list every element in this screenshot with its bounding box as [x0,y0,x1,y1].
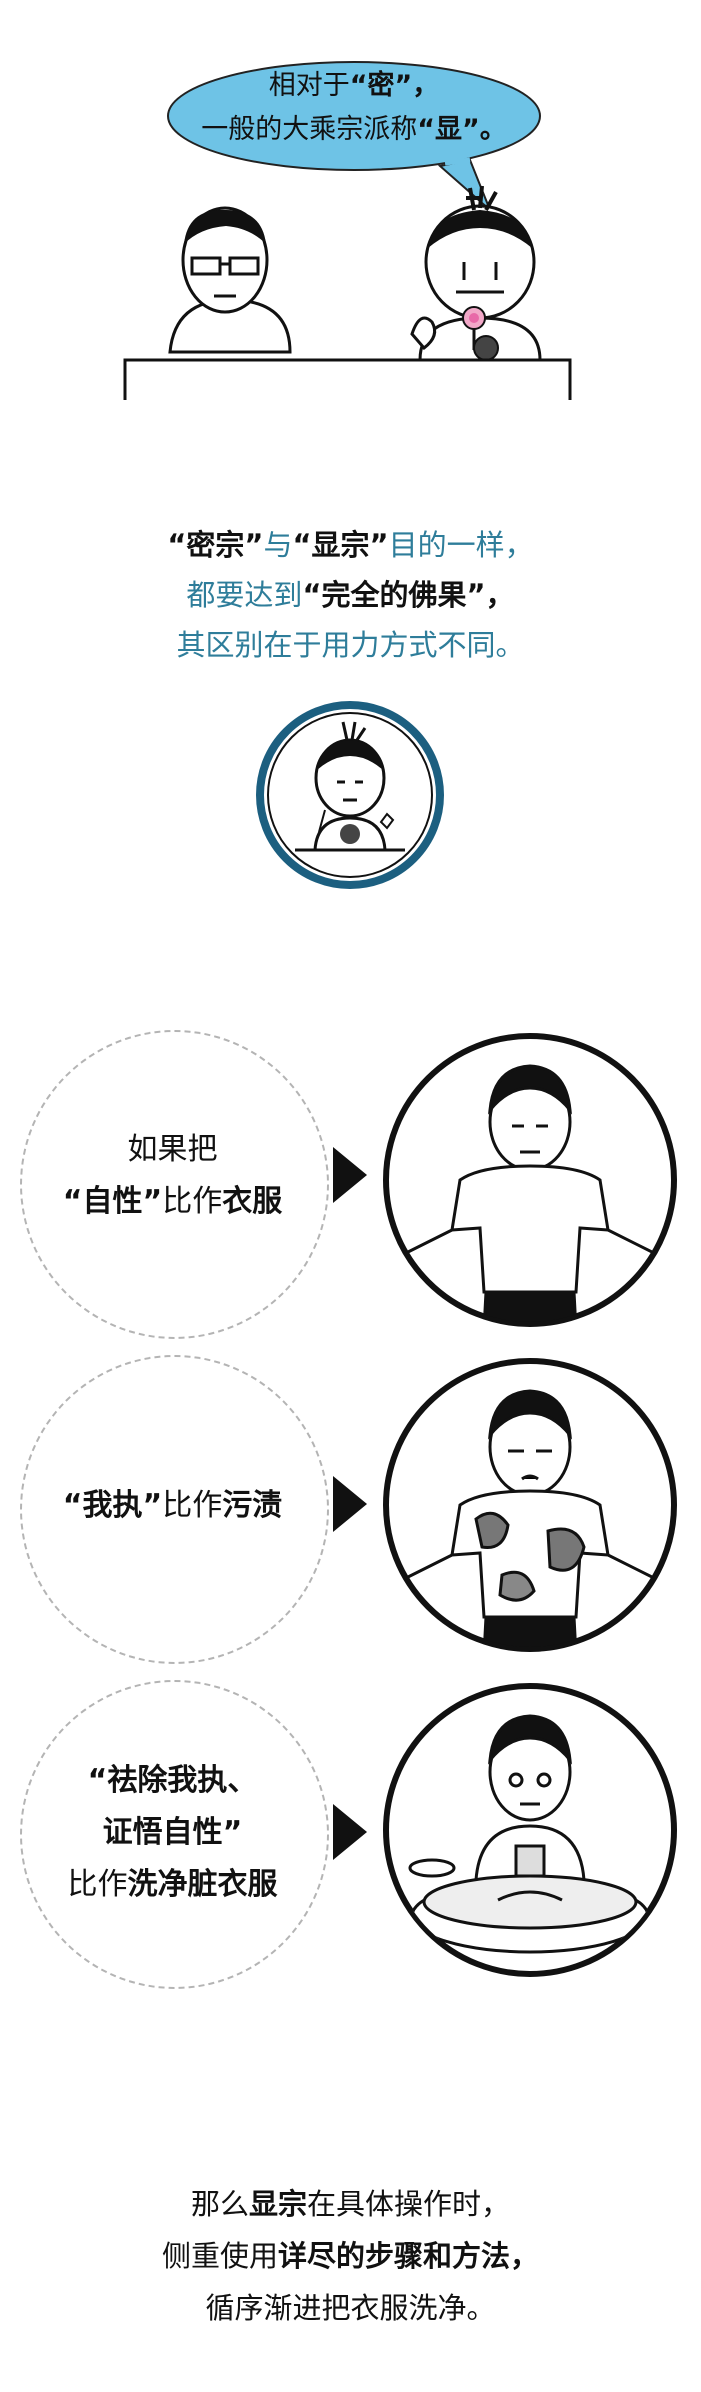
man-clean-shirt-illustration [383,1033,677,1327]
caption-line-3: 其区别在于用力方式不同。 [176,628,525,662]
panel-3-text: “祛除我执、 证悟自性” 比作洗净脏衣服 [67,1763,278,1902]
comic-top-scene [123,61,572,400]
bubble-xian: “显”。 [417,114,507,145]
man-stained-shirt-illustration [383,1358,677,1652]
dashed-circle-3 [20,1680,329,1989]
footer-line-2: 侧重使用详尽的步骤和方法， [161,2239,540,2273]
arrow-right-icon [333,1476,367,1532]
bubble-line2: 一般的大乘宗派称 [201,114,418,145]
footer-line-3: 循序渐进把衣服洗净。 [205,2291,496,2325]
speech-bubble-text: 相对于“密”， 一般的大乘宗派称“显”。 [168,64,540,152]
arrow-right-icon [333,1804,367,1860]
arrow-right-icon [333,1147,367,1203]
bubble-mi: “密”， [349,70,440,101]
caption-line-2: 都要达到“完全的佛果”， [186,578,515,612]
panel-1-text: 如果把 “自性”比作衣服 [62,1132,283,1219]
footer-line-1: 那么显宗在具体操作时， [190,2187,511,2221]
caption-line-1: “密宗”与“显宗”目的一样， [167,528,534,562]
dashed-circle-1 [20,1030,329,1339]
panel-2-text: “我执”比作污渍 [62,1488,283,1523]
man-washing-clothes-illustration [383,1683,677,1977]
monk-portrait-illustration [256,701,444,889]
dashed-circle-2 [20,1355,329,1664]
bubble-line1: 相对于 [268,70,350,101]
